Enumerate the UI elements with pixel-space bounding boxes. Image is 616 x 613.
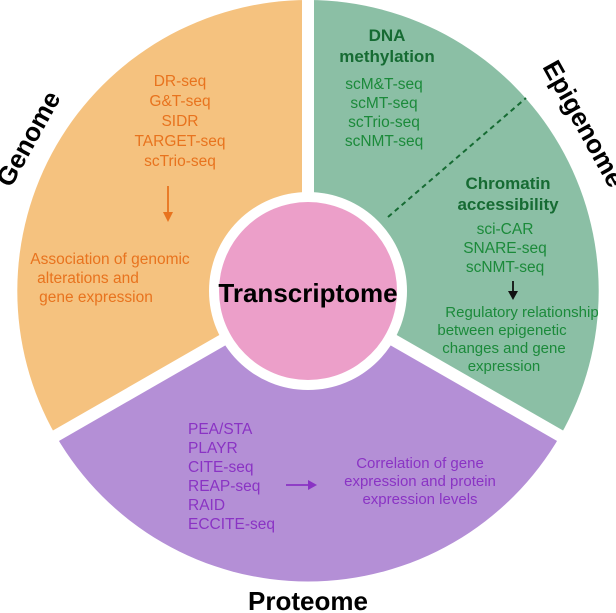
epigenome-method: scTrio-seq: [348, 114, 420, 131]
epigenome-outcome: Regulatory relationship between epigenet…: [437, 304, 598, 375]
dna-methylation-heading: DNA methylation: [339, 26, 434, 66]
epigenome-outcome-line: Regulatory relationship: [445, 304, 598, 321]
genome-outcome-line: alterations and: [37, 270, 139, 287]
epigenome-outcome-line: expression: [468, 358, 541, 375]
epigenome-outcome-line: between epigenetic: [437, 322, 567, 339]
proteome-method: RAID: [188, 497, 225, 514]
genome-method: DR-seq: [154, 73, 207, 90]
proteome-outcome: Correlation of gene expression and prote…: [344, 455, 496, 508]
dna-methylation-heading-line: methylation: [339, 47, 434, 66]
chromatin-heading-line: Chromatin: [466, 174, 551, 193]
proteome-method: ECCITE-seq: [188, 516, 275, 533]
proteome-arrow: [286, 480, 317, 490]
epigenome-method: scNMT-seq: [345, 133, 423, 150]
proteome-outcome-line: expression and protein: [344, 473, 496, 490]
genome-method: G&T-seq: [149, 93, 210, 110]
genome-method: TARGET-seq: [134, 133, 225, 150]
proteome-method: REAP-seq: [188, 478, 260, 495]
genome-outcome-line: gene expression: [39, 289, 153, 306]
proteome-method: CITE-seq: [188, 459, 253, 476]
dna-methylation-heading-line: DNA: [369, 26, 406, 45]
proteome-title: Proteome: [248, 586, 368, 613]
proteome-method: PEA/STA: [188, 421, 253, 438]
genome-method: scTrio-seq: [144, 153, 216, 170]
epigenome-divider: [387, 97, 527, 218]
epigenome-outcome-line: changes and gene: [442, 340, 565, 357]
epigenome-method: scMT-seq: [350, 95, 417, 112]
epigenome-arrow: [508, 281, 518, 300]
genome-method: SIDR: [161, 113, 198, 130]
genome-outcome: Association of genomic alterations and g…: [30, 251, 190, 306]
epigenome-method: scNMT-seq: [466, 259, 544, 276]
chromatin-accessibility-heading: Chromatin accessibility: [457, 174, 559, 214]
dna-methylation-methods: scM&T-seq scMT-seq scTrio-seq scNMT-seq: [345, 76, 423, 150]
proteome-outcome-line: Correlation of gene: [356, 455, 484, 472]
epigenome-method: scM&T-seq: [345, 76, 423, 93]
genome-methods-list: DR-seq G&T-seq SIDR TARGET-seq scTrio-se…: [134, 73, 225, 170]
epigenome-method: sci-CAR: [477, 221, 534, 238]
transcriptome-circle: [219, 202, 397, 380]
genome-arrow: [163, 186, 173, 222]
proteome-method: PLAYR: [188, 440, 238, 457]
chromatin-accessibility-methods: sci-CAR SNARE-seq scNMT-seq: [463, 221, 547, 276]
proteome-outcome-line: expression levels: [362, 491, 477, 508]
epigenome-method: SNARE-seq: [463, 240, 547, 257]
proteome-methods-list: PEA/STA PLAYR CITE-seq REAP-seq RAID ECC…: [188, 421, 275, 533]
genome-outcome-line: Association of genomic: [30, 251, 190, 268]
chromatin-heading-line: accessibility: [457, 195, 559, 214]
transcriptome-label: Transcriptome: [218, 278, 397, 308]
